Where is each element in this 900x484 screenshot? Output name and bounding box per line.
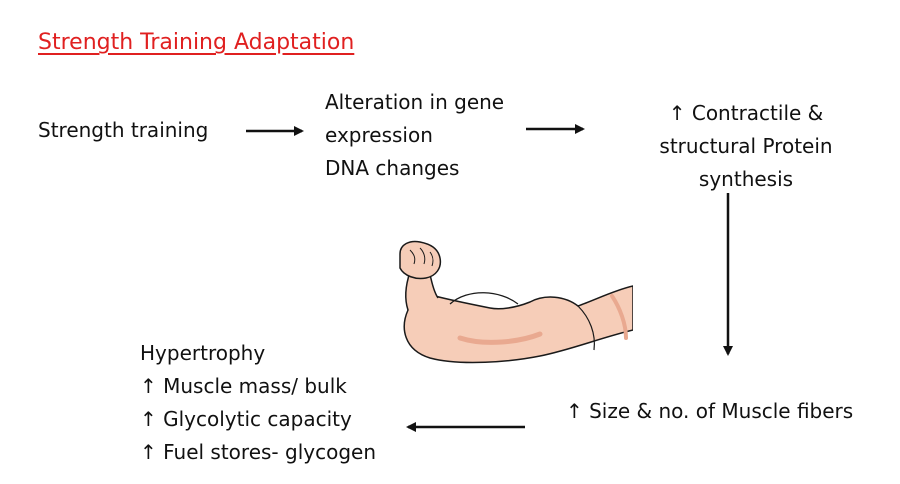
node-text-line: ↑ Glycolytic capacity — [140, 407, 352, 431]
node-protein-synthesis: ↑ Contractile & structural Protein synth… — [626, 97, 866, 196]
node-text-line: DNA changes — [325, 156, 460, 180]
node-text: ↑ Size & no. of Muscle fibers — [566, 399, 854, 423]
node-hypertrophy: Hypertrophy ↑ Muscle mass/ bulk ↑ Glycol… — [140, 337, 376, 469]
slide-title: Strength Training Adaptation — [38, 30, 355, 55]
node-text-line: Hypertrophy — [140, 341, 266, 365]
node-muscle-fibers: ↑ Size & no. of Muscle fibers — [566, 395, 853, 428]
node-text-line: structural Protein — [659, 134, 833, 158]
node-text-line: ↑ Fuel stores- glycogen — [140, 440, 376, 464]
node-text-line: expression — [325, 123, 433, 147]
node-gene-expression: Alteration in gene expression DNA change… — [325, 86, 504, 185]
node-text-line: ↑ Muscle mass/ bulk — [140, 374, 347, 398]
node-strength-training: Strength training — [38, 114, 208, 147]
node-text-line: synthesis — [698, 167, 794, 191]
node-text: Strength training — [38, 118, 209, 142]
node-text-line: ↑ Contractile & — [668, 101, 824, 125]
flexed-arm-icon — [399, 240, 633, 364]
node-text-line: Alteration in gene — [325, 90, 505, 114]
